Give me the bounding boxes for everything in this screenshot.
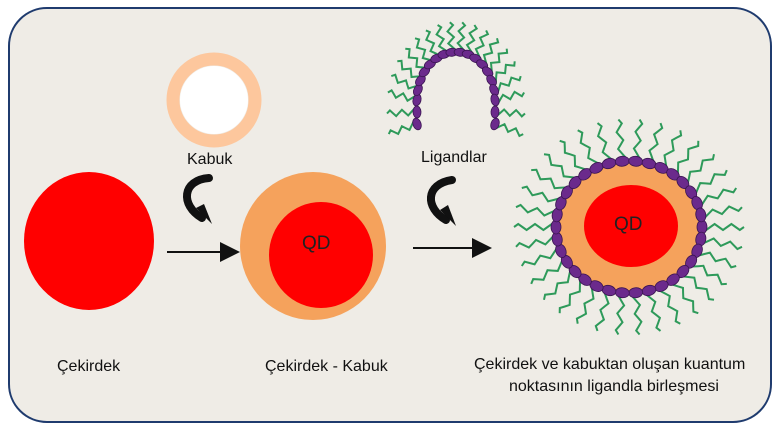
final-ligand-tail [543,270,576,301]
ligand-arch [386,21,526,138]
final-ligand-tail [700,237,743,251]
arch-ligand-tail [424,29,440,59]
final-ligand-tail [543,153,577,183]
arch-ligand-tail [387,89,418,103]
final-ligand-tail [596,122,612,164]
curved-arrow-icon-2 [426,176,456,226]
arch-ligand-tail [387,120,418,136]
arch-ligand-tail [397,59,422,81]
arch-ligand-tail [465,24,479,56]
final-ligand-tail [672,279,699,315]
final-ligand-tail [648,122,664,165]
arch-ligand-tail [487,48,509,73]
arch-ligand-head [412,105,422,119]
label-ligands: Ligandlar [421,149,487,166]
final-ligand-tail [701,222,745,232]
arch-ligand-tail [481,38,500,66]
label-final-line1: Çekirdek ve kabuktan oluşan kuantum [474,356,746,373]
final-ligand-tail [690,261,727,286]
final-ligand-tail [700,205,743,219]
label-core-shell: Çekirdek - Kabuk [265,358,388,375]
arch-ligand-tail [474,29,490,60]
arch-ligand-tail [390,73,419,91]
shell-ring [166,52,262,148]
final-qd-ligands [513,118,745,336]
final-ligand-tail [696,187,738,206]
arch-ligand-tail [491,61,516,82]
final-ligand-tail [672,140,700,176]
final-ligand-tail [661,130,683,169]
coreshell-core [269,202,373,308]
final-ligand-tail [646,290,662,332]
final-qd-core [584,185,678,267]
final-ligand-tail [696,250,737,269]
arch-ligand-tail [494,108,526,118]
final-ligand-tail [559,139,586,175]
final-ligand-tail [615,118,627,162]
final-ligand-tail [521,185,562,204]
curved-arrow-icon-1 [183,174,213,224]
final-ligand-tail [558,278,586,314]
arch-ligand-tail [494,122,524,138]
final-ligand-tail [614,292,626,336]
shell-hollow [180,66,248,134]
final-qd-ligand-heads [550,155,708,299]
final-ligand-tail [659,285,681,325]
final-ligand-tail [682,153,715,184]
arch-ligand-tail [414,37,433,65]
arch-ligand-head [490,117,500,131]
arch-ligand-tail [494,90,525,104]
final-ligand-tail [515,235,558,249]
final-ligand-head [695,207,707,223]
final-ligand-tail [575,285,597,324]
label-final-line2: noktasının ligandla birleşmesi [509,378,719,395]
final-ligand-tail [691,169,728,194]
qd-label-coreshell: QD [302,233,331,254]
final-ligand-tail [515,203,558,217]
arch-ligand-tail [456,21,467,54]
arch-ligand-tail [386,107,418,118]
bare-core [24,172,154,310]
arch-ligand-tail [435,24,448,55]
arch-ligand-tail [493,75,522,93]
final-ligand-tail [632,118,644,162]
final-ligand-tail [531,168,568,193]
final-ligand-tail [594,289,610,332]
final-ligand-tail [513,222,557,232]
qd-label-final: QD [614,214,643,235]
arch-ligand-head [412,117,422,131]
arch-ligand-head [490,105,500,119]
arch-ligand-tail [405,47,427,72]
final-ligand-tail [520,248,562,267]
final-ligand-tail [577,129,599,169]
label-core: Çekirdek [57,358,121,375]
final-ligand-tail [631,292,643,336]
label-shell: Kabuk [187,151,233,168]
final-ligand-tail [530,260,567,285]
arch-ligand-head [490,93,500,107]
final-ligand-tail [681,271,715,301]
arch-ligand-tail [446,21,457,53]
